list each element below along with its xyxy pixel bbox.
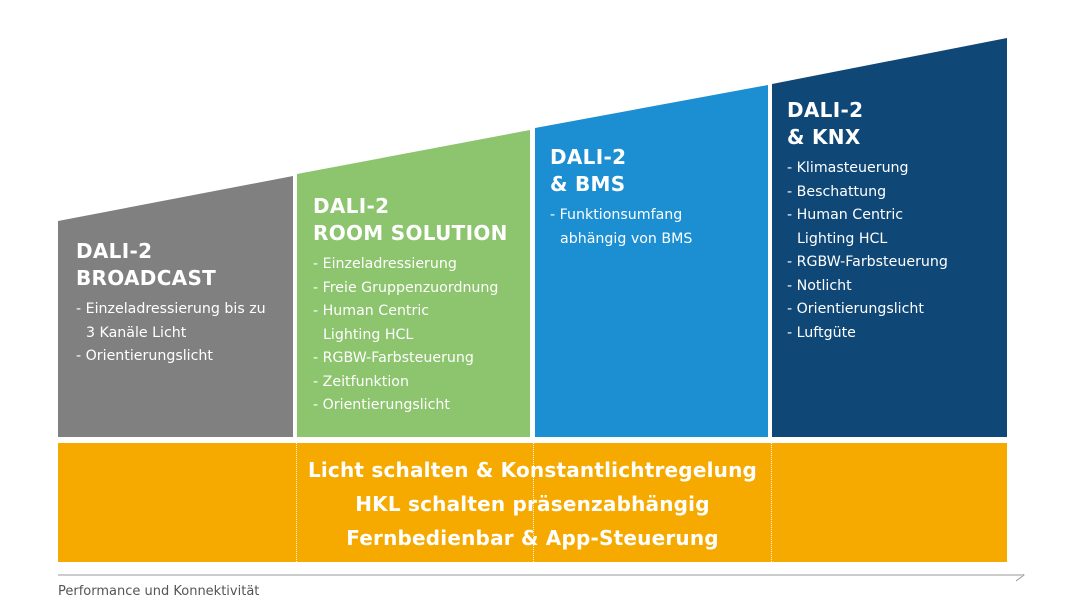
column-title-line2: BROADCAST [76, 266, 217, 290]
feature-item: - Notlicht [787, 277, 852, 294]
feature-item: - Einzeladressierung [313, 256, 457, 272]
base-functions-text: Licht schalten & Konstantlichtregelung H… [58, 453, 1007, 555]
feature-item: - RGBW-Farbsteuerung [313, 350, 474, 366]
feature-list: - Klimasteuerung - Beschattung - Human C… [787, 157, 987, 345]
feature-item: - Zeitfunktion [313, 373, 409, 390]
base-function-line: Fernbedienbar & App-Steuerung [346, 526, 719, 550]
dotted-divider [533, 443, 534, 562]
column-bms: DALI-2 & BMS - Funktionsumfang abhängig … [535, 85, 768, 437]
feature-list: - Einzeladressierung - Freie Gruppenzuor… [313, 253, 518, 418]
base-functions-band: Licht schalten & Konstantlichtregelung H… [58, 443, 1007, 562]
column-title: DALI-2 & KNX [787, 97, 987, 151]
feature-item: - Human Centric Lighting HCL [313, 303, 430, 343]
column-knx: DALI-2 & KNX - Klimasteuerung - Beschatt… [772, 38, 1007, 437]
feature-item: - Beschattung [787, 183, 887, 200]
column-title-line1: DALI-2 [313, 194, 390, 218]
dotted-divider [771, 443, 772, 562]
column-title-line2: & BMS [550, 172, 626, 196]
column-content: DALI-2 & BMS - Funktionsumfang abhängig … [550, 144, 720, 251]
feature-item: - Funktionsumfang abhängig von BMS [550, 207, 693, 247]
column-title-line1: DALI-2 [787, 98, 864, 122]
feature-item: - Freie Gruppenzuordnung [313, 279, 499, 296]
feature-list: - Funktionsumfang abhängig von BMS [550, 204, 720, 251]
feature-item: - Orientierungslicht [313, 397, 450, 413]
feature-item: - Human Centric Lighting HCL [787, 207, 904, 247]
column-content: DALI-2 ROOM SOLUTION - Einzeladressierun… [313, 193, 518, 418]
column-title-line1: DALI-2 [550, 145, 627, 169]
column-title-line2: & KNX [787, 125, 861, 149]
feature-item: - RGBW-Farbsteuerung [787, 254, 948, 270]
base-function-line: Licht schalten & Konstantlichtregelung [307, 458, 758, 482]
column-room-solution: DALI-2 ROOM SOLUTION - Einzeladressierun… [297, 130, 530, 437]
feature-item: - Orientierungslicht [76, 348, 213, 364]
base-function-line: HKL schalten präsenzabhängig [355, 492, 710, 516]
feature-item: - Klimasteuerung [787, 160, 909, 176]
dotted-divider [296, 443, 297, 562]
column-title: DALI-2 ROOM SOLUTION [313, 193, 518, 247]
column-broadcast: DALI-2 BROADCAST - Einzeladressierung bi… [58, 176, 293, 437]
feature-list: - Einzeladressierung bis zu 3 Kanäle Lic… [76, 298, 266, 369]
column-content: DALI-2 BROADCAST - Einzeladressierung bi… [76, 238, 266, 369]
column-title: DALI-2 BROADCAST [76, 238, 266, 292]
axis-arrow [58, 574, 1025, 582]
column-title: DALI-2 & BMS [550, 144, 720, 198]
feature-item: - Einzeladressierung bis zu 3 Kanäle Lic… [76, 301, 266, 341]
axis-label: Performance und Konnektivität [58, 584, 260, 599]
feature-item: - Luftgüte [787, 324, 856, 341]
column-title-line1: DALI-2 [76, 239, 153, 263]
column-title-line2: ROOM SOLUTION [313, 221, 508, 245]
feature-item: - Orientierungslicht [787, 301, 924, 317]
column-content: DALI-2 & KNX - Klimasteuerung - Beschatt… [787, 97, 987, 345]
